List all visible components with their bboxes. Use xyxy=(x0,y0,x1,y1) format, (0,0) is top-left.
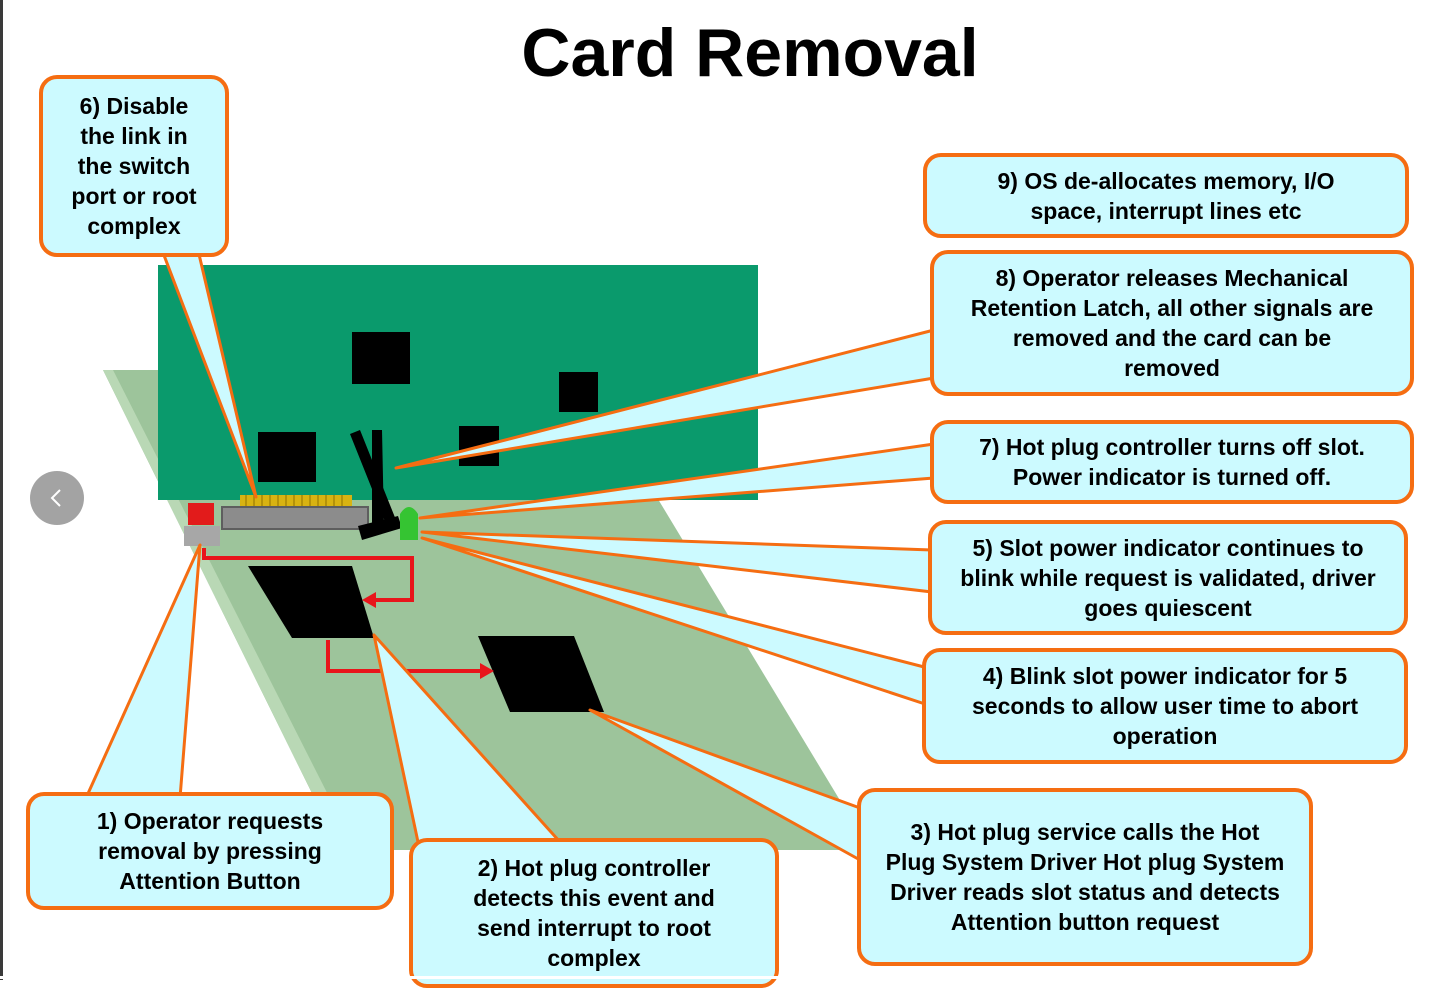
callout-step9: 9) OS de-allocates memory, I/O space, in… xyxy=(923,153,1409,238)
left-border xyxy=(0,0,3,980)
callout-step3: 3) Hot plug service calls the Hot Plug S… xyxy=(857,788,1313,966)
callout-step8: 8) Operator releases Mechanical Retentio… xyxy=(930,250,1414,396)
callout-step1-text: 1) Operator requests removal by pressing… xyxy=(96,808,324,894)
callout-step5-text: 5) Slot power indicator continues to bli… xyxy=(960,534,1376,621)
power-indicator-led xyxy=(400,507,418,540)
callout-step2-text: 2) Hot plug controller detects this even… xyxy=(473,855,715,971)
page-title: Card Removal xyxy=(521,15,979,91)
callout-step8-text: 8) Operator releases Mechanical Retentio… xyxy=(970,265,1374,381)
callout-step6: 6) Disable the link in the switch port o… xyxy=(39,75,229,257)
callout-step4-text: 4) Blink slot power indicator for 5 seco… xyxy=(972,663,1358,749)
attention-button-base xyxy=(184,526,220,546)
callout-step3-text: 3) Hot plug service calls the Hot Plug S… xyxy=(885,819,1285,935)
hot-plug-controller-chip xyxy=(248,566,374,638)
card-chip-2 xyxy=(559,372,598,412)
callout-step2: 2) Hot plug controller detects this even… xyxy=(409,838,779,988)
root-complex-chip xyxy=(478,636,604,712)
pcie-slot xyxy=(221,506,369,530)
gold-fingers xyxy=(240,495,352,507)
retention-latch-foot xyxy=(358,516,402,540)
callout-step5: 5) Slot power indicator continues to bli… xyxy=(928,520,1408,635)
retention-latch-arm xyxy=(372,430,384,526)
signal-arrow-button xyxy=(202,548,414,602)
callout-step7-text: 7) Hot plug controller turns off slot. P… xyxy=(979,434,1365,490)
attention-button xyxy=(188,503,214,525)
bottom-edge xyxy=(0,976,1400,979)
card-chip-3 xyxy=(258,432,316,482)
callout-step7: 7) Hot plug controller turns off slot. P… xyxy=(930,420,1414,504)
callout-step9-text: 9) OS de-allocates memory, I/O space, in… xyxy=(997,167,1335,224)
card-chip-1 xyxy=(352,332,410,384)
previous-slide-button[interactable] xyxy=(30,471,84,525)
callout-step6-text: 6) Disable the link in the switch port o… xyxy=(71,93,197,239)
pointer-step1 xyxy=(84,543,202,800)
signal-arrow-interrupt xyxy=(326,640,482,673)
chevron-left-icon xyxy=(50,489,61,507)
callout-step4: 4) Blink slot power indicator for 5 seco… xyxy=(922,648,1408,764)
callout-step1: 1) Operator requests removal by pressing… xyxy=(26,792,394,910)
